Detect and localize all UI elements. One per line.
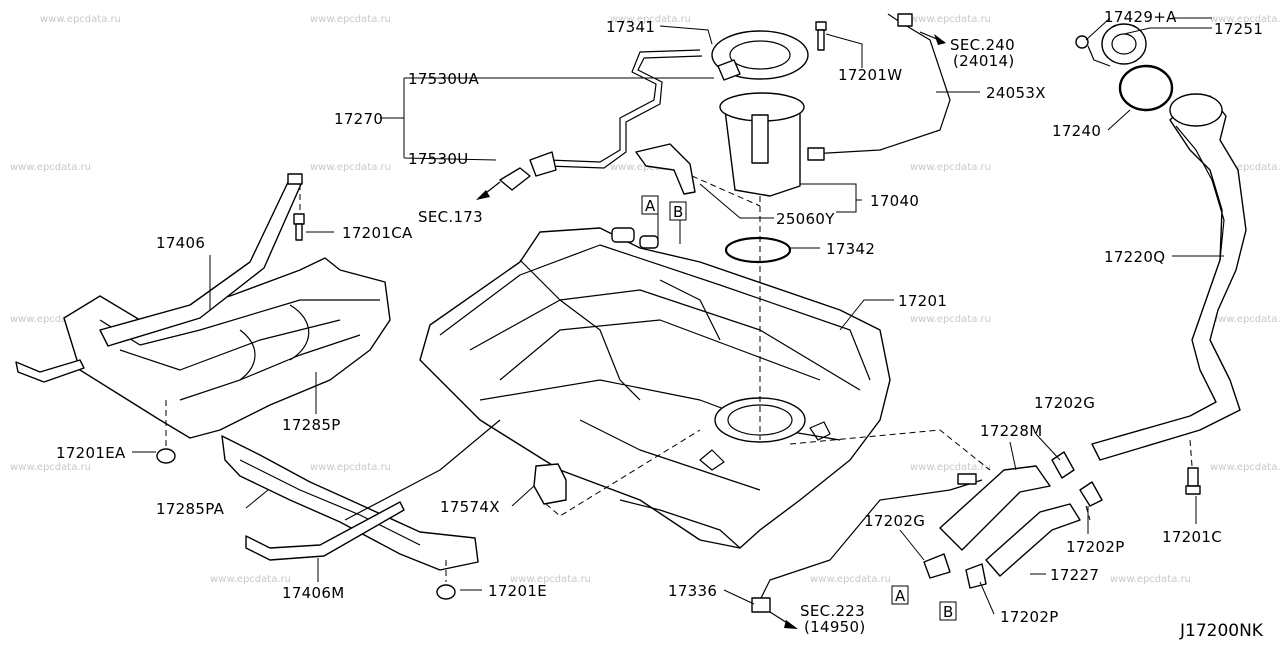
label-17220q: 17220Q	[1104, 248, 1165, 266]
filler-hose-drawing	[923, 451, 1103, 589]
fasteners-drawing	[156, 21, 1201, 600]
label-17201e: 17201E	[488, 582, 547, 600]
watermark: www.epcdata.ru	[1110, 574, 1191, 585]
label-17251: 17251	[1214, 20, 1263, 38]
label-17201w: 17201W	[838, 66, 902, 84]
watermark: www.epcdata.ru	[610, 162, 691, 173]
watermark: www.epcdata.ru	[810, 574, 891, 585]
filler-tube-drawing	[1091, 93, 1247, 461]
protector-17285pa-drawing	[221, 419, 501, 571]
watermark: www.epcdata.ru	[310, 462, 391, 473]
watermark: www.epcdata.ru	[1210, 314, 1280, 325]
label-17201: 17201	[898, 292, 947, 310]
watermark: www.epcdata.ru	[210, 574, 291, 585]
label-17227: 17227	[1050, 566, 1099, 584]
label-sec-240: SEC.240	[950, 36, 1015, 54]
fuel-tank-drawing	[419, 227, 891, 549]
label-17285p: 17285P	[282, 416, 341, 434]
label-17285pa: 17285PA	[156, 500, 225, 518]
label-17228m: 17228M	[980, 422, 1042, 440]
label-sec-223: SEC.223	[800, 602, 865, 620]
label-17406m: 17406M	[282, 584, 344, 602]
callout-a-top: A	[645, 197, 656, 215]
callout-box	[641, 195, 659, 215]
callout-box	[939, 601, 957, 621]
section-arrows	[476, 31, 946, 629]
label-17201ea: 17201EA	[56, 444, 126, 462]
label-17530ua: 17530UA	[408, 70, 479, 88]
watermark: www.epcdata.ru	[910, 162, 991, 173]
label-sec-240-sub: (24014)	[953, 52, 1015, 70]
label-17040: 17040	[870, 192, 919, 210]
label-17270: 17270	[334, 110, 383, 128]
filler-cap-drawing	[1075, 23, 1174, 112]
label-17574x: 17574X	[440, 498, 500, 516]
watermark: www.epcdata.ru	[10, 462, 91, 473]
watermark: www.epcdata.ru	[510, 574, 591, 585]
watermark: www.epcdata.ru	[10, 162, 91, 173]
label-17202g-b: 17202G	[864, 512, 925, 530]
watermark: www.epcdata.ru	[310, 162, 391, 173]
watermark: www.epcdata.ru	[910, 14, 991, 25]
label-17336: 17336	[668, 582, 717, 600]
watermark: www.epcdata.ru	[1210, 162, 1280, 173]
callout-a-bottom: A	[895, 587, 906, 605]
callout-b-top: B	[673, 203, 684, 221]
label-sec-173: SEC.173	[418, 208, 483, 226]
label-17202p-a: 17202P	[1066, 538, 1125, 556]
watermark: www.epcdata.ru	[910, 462, 991, 473]
watermark: www.epcdata.ru	[910, 314, 991, 325]
watermark: www.epcdata.ru	[40, 14, 121, 25]
label-24053x: 24053X	[986, 84, 1046, 102]
label-17342: 17342	[826, 240, 875, 258]
diagram-code: J17200NK	[1179, 621, 1264, 640]
label-17201c: 17201C	[1162, 528, 1222, 546]
label-17341: 17341	[606, 18, 655, 36]
label-sec-223-sub: (14950)	[804, 618, 866, 636]
watermark: www.epcdata.ru	[1210, 14, 1280, 25]
label-17240: 17240	[1052, 122, 1101, 140]
leader-lines	[132, 17, 1224, 615]
callout-boxes: A B A B	[641, 195, 957, 621]
watermark: www.epcdata.ru	[10, 314, 91, 325]
watermark: www.epcdata.ru	[310, 14, 391, 25]
callout-box	[891, 585, 909, 605]
watermark: www.epcdata.ru	[610, 14, 691, 25]
callout-box	[669, 201, 687, 221]
label-17530u: 17530U	[408, 150, 469, 168]
hose-lines-drawing	[499, 13, 983, 613]
label-17202g-a: 17202G	[1034, 394, 1095, 412]
watermark: www.epcdata.ru	[1210, 462, 1280, 473]
label-17429a: 17429+A	[1104, 8, 1177, 26]
label-17202p-b: 17202P	[1000, 608, 1059, 626]
label-25060y: 25060Y	[776, 210, 835, 228]
label-17406: 17406	[156, 234, 205, 252]
label-17201ca: 17201CA	[342, 224, 413, 242]
part-labels: 17341 17201W SEC.240 (24014) 17429+A 172…	[56, 8, 1264, 641]
callout-b-bottom: B	[943, 603, 954, 621]
reference-dash-lines	[165, 175, 1193, 582]
